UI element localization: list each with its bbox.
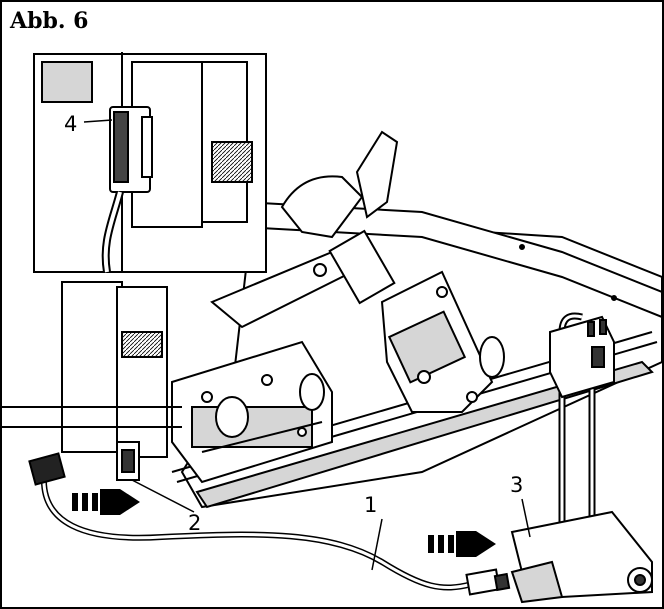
callout-4: 4	[64, 112, 77, 136]
leader-4	[83, 119, 113, 123]
leader-1	[371, 518, 383, 571]
machine-column	[2, 281, 182, 458]
figure-title: Abb. 6	[10, 8, 93, 34]
callout-3: 3	[510, 473, 523, 497]
socket-2	[116, 441, 140, 481]
arrow-to-socket	[72, 489, 140, 515]
leader-2	[131, 479, 195, 513]
cable-1	[40, 476, 473, 591]
arrow-to-pedal	[428, 531, 496, 557]
detail-inset	[33, 52, 267, 273]
pedal-unit	[510, 312, 653, 604]
connector-left	[28, 452, 66, 486]
callout-2: 2	[188, 511, 201, 535]
callout-1: 1	[364, 493, 377, 517]
clamp-assembly	[171, 340, 333, 484]
connector-right	[465, 568, 511, 596]
tool-arm	[210, 130, 505, 413]
leader-3	[521, 498, 531, 538]
